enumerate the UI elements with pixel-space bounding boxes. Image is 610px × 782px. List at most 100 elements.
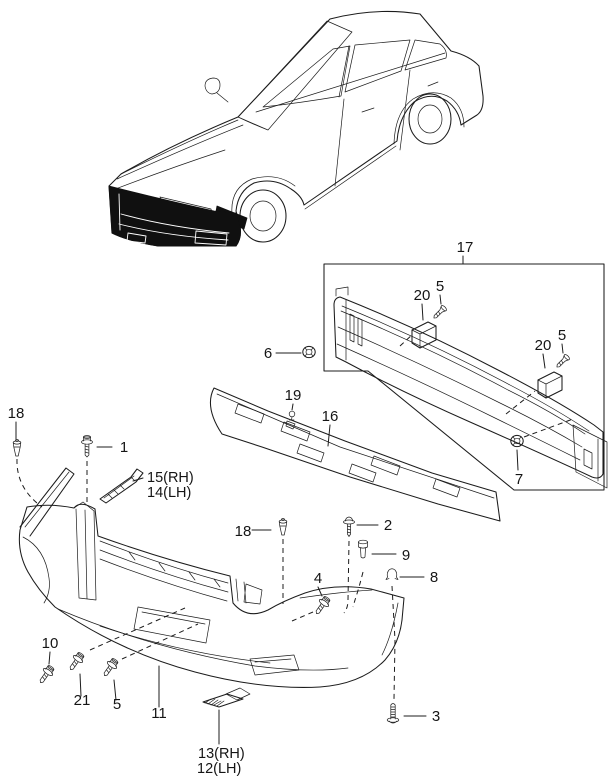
pin-head-side xyxy=(358,541,368,549)
bolt-icon-10 xyxy=(39,665,55,683)
bolt-head xyxy=(75,652,85,661)
leader-line-19 xyxy=(291,403,294,411)
leader-line-4 xyxy=(317,586,323,597)
callout-3: 3 xyxy=(432,708,440,725)
detail-box-frame xyxy=(323,263,605,491)
license-recess xyxy=(133,606,211,644)
bolt-head xyxy=(45,665,55,674)
side-bracket-shape xyxy=(99,468,144,504)
screw-shaft xyxy=(347,523,351,537)
fog-lamp-recess xyxy=(249,654,300,676)
b-pillar xyxy=(338,45,350,98)
pin-icon-9 xyxy=(358,539,368,559)
fog-cover-shape xyxy=(202,693,244,708)
screw-icon-5-upper-right xyxy=(556,354,570,368)
assembly-dash-4 xyxy=(291,611,314,622)
bolt-head xyxy=(109,658,119,667)
assembly-dash-9 xyxy=(352,571,364,608)
quarter-window xyxy=(404,39,447,71)
screw-head xyxy=(440,305,447,312)
callout-18-right: 18 xyxy=(235,523,252,540)
screw-shaft xyxy=(390,703,396,720)
callout-14: 14(LH) xyxy=(147,485,191,501)
reinforcement-bar-outline xyxy=(333,296,604,479)
screw-flange xyxy=(386,717,400,723)
fog-lamp-cover xyxy=(202,687,251,708)
callout-4: 4 xyxy=(314,570,322,587)
cover-left-fin xyxy=(19,467,75,537)
reinforcement-bar-right-plate xyxy=(572,424,608,489)
front-wheel-arch xyxy=(231,176,296,215)
assembly-dash-2 xyxy=(343,540,350,614)
bolt-shaft xyxy=(103,665,113,676)
door-cut-lines xyxy=(334,69,411,187)
clip-knob xyxy=(15,439,19,442)
callout-6: 6 xyxy=(264,345,272,362)
pin-shaft xyxy=(360,547,366,559)
slat-tick-marks xyxy=(128,551,221,588)
nut-bore xyxy=(513,437,521,445)
bolt-head-top xyxy=(47,665,55,671)
absorber-hole-2 xyxy=(280,421,311,442)
bolt-flange xyxy=(72,655,84,663)
mounting-bracket-20-left xyxy=(411,321,437,349)
absorber-hole-3 xyxy=(370,455,401,476)
cover-right-creases xyxy=(299,589,399,656)
callout-15: 15(RH) xyxy=(147,470,194,486)
bolt-flange xyxy=(106,661,118,669)
screw-icon-2 xyxy=(343,516,355,537)
callout-5-upper-left: 5 xyxy=(436,278,444,295)
cover-left-fin-inner xyxy=(24,471,70,528)
callout-16: 16 xyxy=(322,408,339,425)
leader-line-10 xyxy=(48,651,51,665)
leader-line-20-left xyxy=(421,303,424,321)
callout-19: 19 xyxy=(285,387,302,404)
valance-crease xyxy=(57,608,349,671)
absorber-hole-5 xyxy=(296,443,325,463)
reinforcement-bar-top-flange xyxy=(340,305,590,435)
screw-head xyxy=(345,516,353,522)
nut-icon-6 xyxy=(302,345,316,359)
leader-line-20-right xyxy=(542,353,546,369)
mounting-bracket-20-right xyxy=(537,371,563,399)
reinforcement-assembly-box: 17 20 5 20 xyxy=(323,239,608,491)
cover-step-flange xyxy=(235,578,263,605)
rear-wheel xyxy=(408,93,452,145)
front-wheel-rim xyxy=(249,200,277,232)
leader-line-15-14 xyxy=(132,477,144,482)
bumper-cover xyxy=(18,467,405,688)
absorber-hole-6 xyxy=(348,463,377,483)
front-wheel xyxy=(239,189,287,243)
side-mirror-icon xyxy=(204,77,229,103)
rear-door-window xyxy=(344,39,411,93)
rear-wheel-rim xyxy=(417,104,443,134)
callout-12: 12(LH) xyxy=(197,761,241,777)
bolt-head-top xyxy=(323,596,331,602)
screw-head xyxy=(388,720,398,724)
bolt-icon-4 xyxy=(315,596,331,614)
clip-icon-19 xyxy=(288,410,296,421)
bolt-head xyxy=(321,596,331,605)
leader-line-7 xyxy=(516,449,519,471)
assembly-dash-21 xyxy=(89,607,186,651)
bolt-head-top xyxy=(77,652,85,658)
leader-line-16 xyxy=(327,424,331,447)
clip-knob xyxy=(281,518,285,521)
leader-line-5-upper-left xyxy=(439,294,442,305)
callout-17: 17 xyxy=(457,239,474,256)
clip-body xyxy=(12,442,22,457)
bolt-icon-1 xyxy=(81,435,93,458)
bracket-20-right-inner xyxy=(537,375,563,399)
callout-1: 1 xyxy=(120,439,128,456)
bolt-shaft xyxy=(84,443,90,458)
energy-absorber xyxy=(209,387,501,522)
bolt-flange xyxy=(81,439,93,445)
nut-flange xyxy=(302,345,316,359)
bumper-license-recess xyxy=(126,230,228,246)
absorber-hole-4 xyxy=(432,478,461,498)
callout-21: 21 xyxy=(74,692,91,709)
vehicle-illustration xyxy=(108,10,484,247)
assembly-dash-20-left xyxy=(399,333,414,347)
callout-8: 8 xyxy=(430,569,438,586)
assembly-dash-20-right xyxy=(505,390,536,415)
